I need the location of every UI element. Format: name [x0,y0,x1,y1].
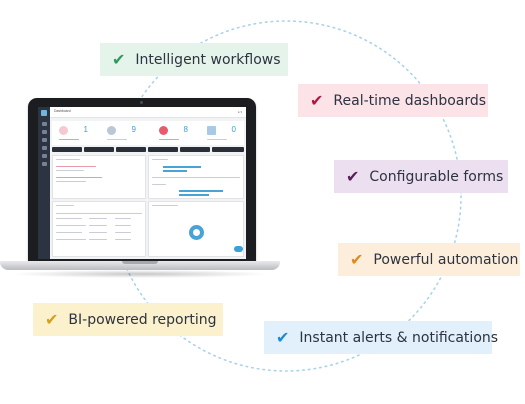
alert-icon [159,126,168,135]
feature-tag-intelligent-workflows: ✔ Intelligent workflows [100,43,288,76]
action-button[interactable] [52,147,82,152]
table-panel [52,201,146,257]
stat-card: 0 [204,123,240,143]
feature-label: Configurable forms [369,168,504,185]
nav-icon [41,154,47,158]
stats-row: 1 9 8 0 [52,121,244,145]
stat-card: 1 [56,123,92,143]
list-panel [52,155,146,199]
users-icon [107,126,116,135]
nav-icon [41,138,47,142]
chart-icon [59,126,68,135]
user-menu-icon: ● ▾ [237,109,242,114]
laptop-notch [122,261,158,264]
check-icon: ✔ [112,49,126,69]
feature-label: Powerful automation [373,251,519,268]
action-button[interactable] [148,147,178,152]
laptop-base [0,261,280,270]
laptop-screen: Dashboard ● ▾ 1 9 [38,107,246,259]
app-logo-icon [41,110,47,116]
camera-dot [140,101,143,104]
nav-icon [41,122,47,126]
app-topbar: Dashboard ● ▾ [50,107,246,118]
action-button[interactable] [116,147,146,152]
stat-value: 9 [131,125,136,134]
feature-label: Intelligent workflows [135,51,281,68]
stat-value: 0 [231,125,236,134]
action-button[interactable] [212,147,244,152]
nav-icon [41,130,47,134]
check-icon: ✔ [350,249,364,269]
laptop-bezel: Dashboard ● ▾ 1 9 [28,98,256,264]
feature-tag-real-time-dashboards: ✔ Real-time dashboards [298,84,488,117]
action-buttons [52,147,244,152]
nav-icon [41,162,47,166]
nav-icon [41,146,47,150]
app-sidebar [38,107,50,259]
check-icon: ✔ [45,309,59,329]
feature-label: BI-powered reporting [68,311,217,328]
feature-label: Real-time dashboards [333,92,487,109]
action-button[interactable] [84,147,114,152]
stat-value: 1 [83,125,88,134]
stat-card: 8 [156,123,192,143]
feature-tag-powerful-automation: ✔ Powerful automation [338,243,520,276]
stat-value: 8 [183,125,188,134]
stat-card: 9 [104,123,140,143]
check-icon: ✔ [310,90,324,110]
donut-chart [189,225,204,240]
check-icon: ✔ [346,166,360,186]
laptop-mockup: Dashboard ● ▾ 1 9 [0,98,280,288]
action-button[interactable] [180,147,210,152]
feature-tag-configurable-forms: ✔ Configurable forms [334,160,508,193]
calendar-icon [207,126,216,135]
donut-chart-panel [148,201,244,257]
feature-label: Instant alerts & notifications [299,329,499,346]
laptop-shadow [10,270,270,278]
chat-icon[interactable] [234,246,243,252]
feature-tag-bi-powered-reporting: ✔ BI-powered reporting [33,303,223,336]
bar-chart-panel [148,155,244,199]
feature-tag-instant-alerts: ✔ Instant alerts & notifications [264,321,498,354]
check-icon: ✔ [276,327,290,347]
app-title: Dashboard [54,109,71,113]
